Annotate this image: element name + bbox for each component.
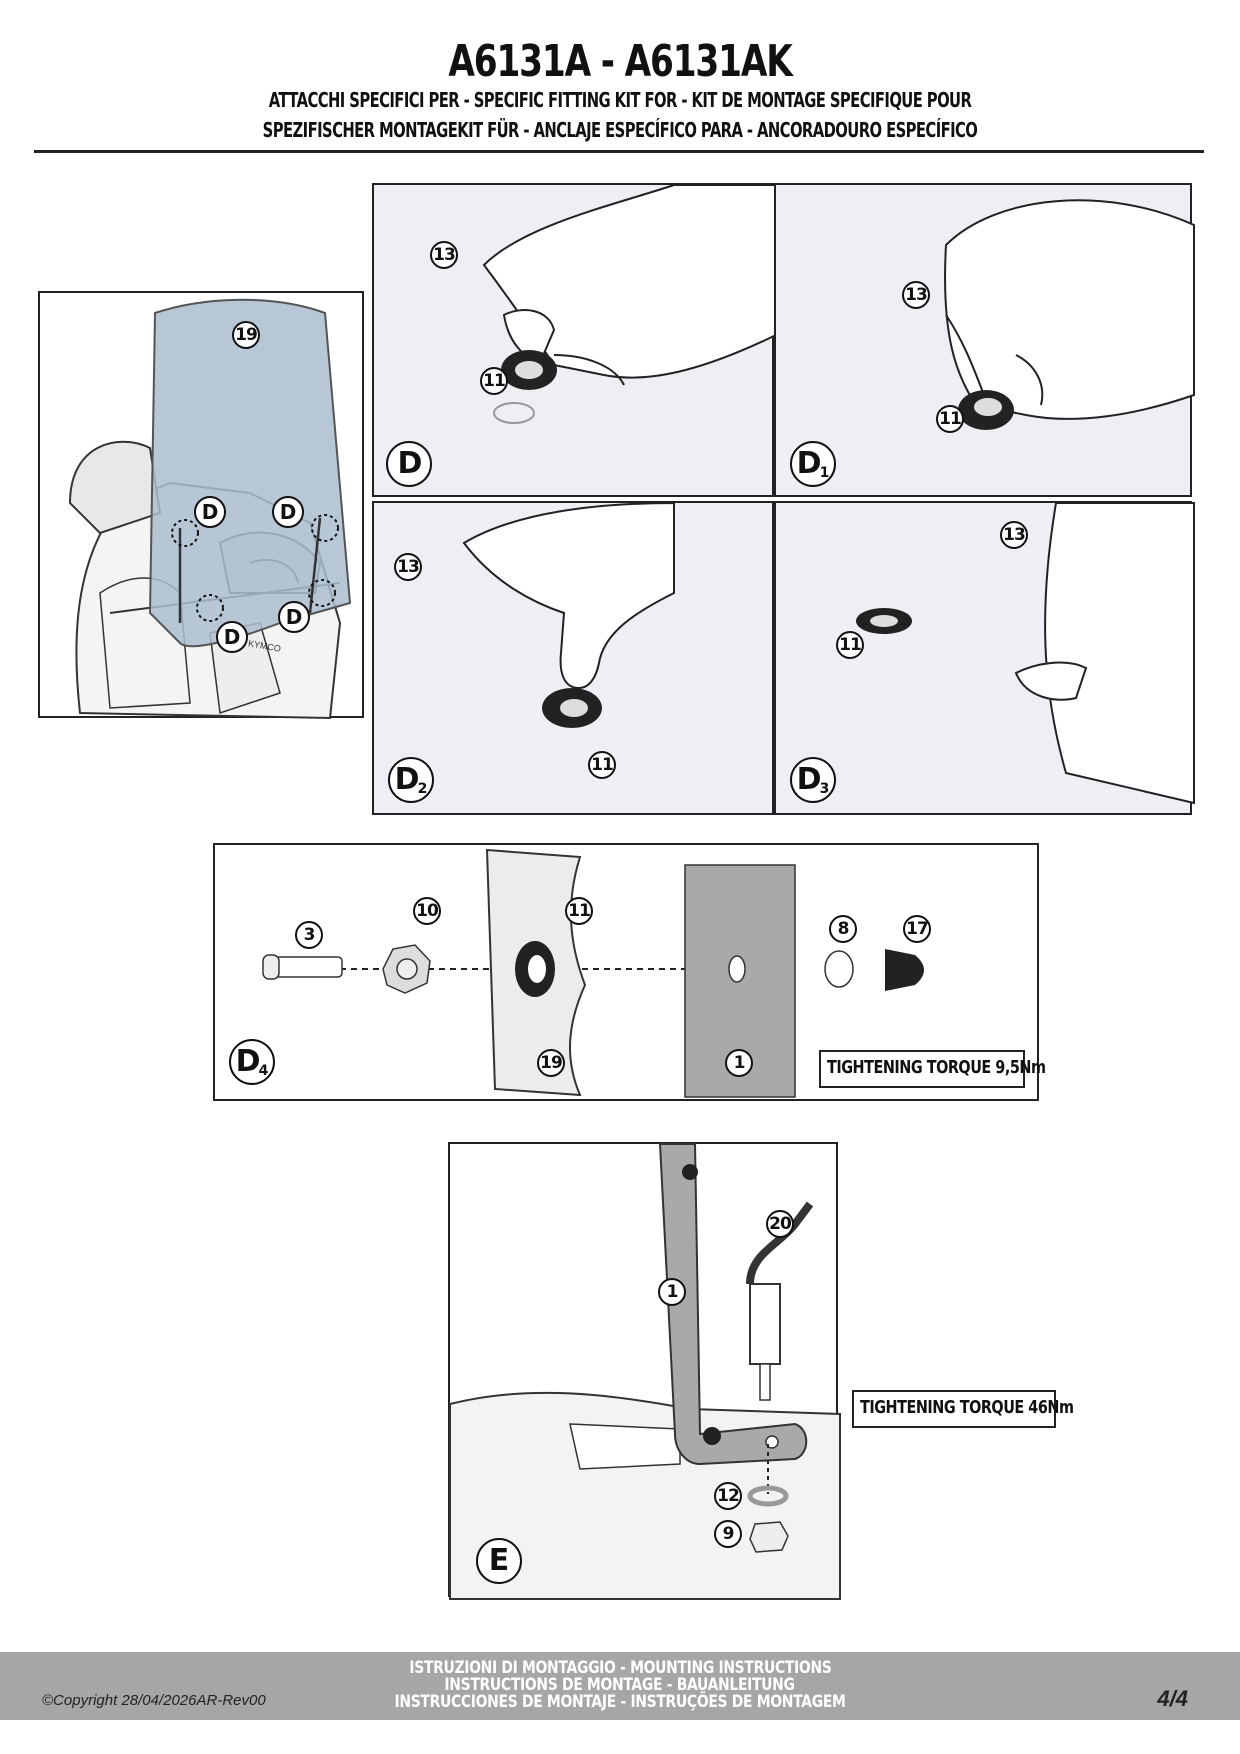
part-number-20: 20 <box>766 1210 794 1238</box>
step-label-d: D <box>386 441 432 487</box>
part-number-11: 11 <box>936 405 964 433</box>
step-d2-panel: 13 11 D2 <box>372 501 774 815</box>
header-divider <box>34 150 1204 153</box>
copyright-notice: ©Copyright 28/04/2026AR-Rev00 <box>42 1692 266 1709</box>
hand-inserting-grommet-illustration <box>482 184 777 424</box>
hand-seating-grommet-illustration <box>462 501 675 728</box>
part-number-17: 17 <box>903 915 931 943</box>
part-number-11: 11 <box>480 367 508 395</box>
step-label-d2: D2 <box>388 757 434 803</box>
attachment-point-label: D <box>194 496 226 528</box>
part-number-13: 13 <box>1000 521 1028 549</box>
footer-line-1: ISTRUZIONI DI MONTAGGIO - MOUNTING INSTR… <box>408 1658 832 1678</box>
step-label-d3: D3 <box>790 757 836 803</box>
scooter-illustration <box>68 298 352 720</box>
part-number-11: 11 <box>588 751 616 779</box>
footer-line-3: INSTRUCCIONES DE MONTAJE - INSTRUÇÕES DE… <box>394 1692 846 1712</box>
step-e-panel: 1 20 12 9 E <box>448 1142 841 1600</box>
step-label-d1: D1 <box>790 441 836 487</box>
step-d4-panel: 3 10 11 8 17 19 1 D4 TIGHTENING TORQUE 9… <box>213 843 1046 1101</box>
part-number-11: 11 <box>565 897 593 925</box>
part-number-10: 10 <box>413 897 441 925</box>
part-number-8: 8 <box>829 915 857 943</box>
part-number-1: 1 <box>658 1278 686 1306</box>
attachment-point-label: D <box>278 601 310 633</box>
subtitle-line-2: SPEZIFISCHER MONTAGEKIT FÜR - ANCLAJE ES… <box>262 118 978 142</box>
overview-panel: 19 D D D D KYMCO <box>38 291 364 720</box>
step-d1-panel: 13 11 D1 <box>774 183 1195 497</box>
part-number-1: 1 <box>725 1049 753 1077</box>
footer-bar: ISTRUZIONI DI MONTAGGIO - MOUNTING INSTR… <box>0 1652 1240 1720</box>
mirror-mount-illustration <box>449 1143 841 1600</box>
document-title: A6131A - A6131AK <box>448 36 792 87</box>
part-number-11: 11 <box>836 631 864 659</box>
attachment-point-label: D <box>216 621 248 653</box>
part-number-19: 19 <box>537 1049 565 1077</box>
part-number-9: 9 <box>714 1520 742 1548</box>
tightening-torque-label: TIGHTENING TORQUE 9,5Nm <box>819 1050 1046 1088</box>
attachment-point-label: D <box>272 496 304 528</box>
footer-line-2: INSTRUCTIONS DE MONTAGE - BAUANLEITUNG <box>444 1675 796 1695</box>
step-d3-panel: 13 11 D3 <box>774 501 1195 815</box>
step-label-d4: D4 <box>229 1039 275 1085</box>
step-d-panel: 13 11 D <box>372 183 777 497</box>
part-number-13: 13 <box>394 553 422 581</box>
page-number: 4/4 <box>1157 1686 1188 1711</box>
hand-pressing-grommet-illustration <box>944 199 1195 430</box>
subtitle-line-1: ATTACCHI SPECIFICI PER - SPECIFIC FITTIN… <box>268 88 972 112</box>
step-label-e: E <box>476 1538 522 1584</box>
tightening-torque-label: TIGHTENING TORQUE 46Nm <box>852 1390 1074 1428</box>
part-number-19: 19 <box>232 321 260 349</box>
part-number-12: 12 <box>714 1482 742 1510</box>
part-number-13: 13 <box>902 281 930 309</box>
part-number-13: 13 <box>430 241 458 269</box>
exploded-view-illustration <box>262 848 924 1098</box>
part-number-3: 3 <box>295 921 323 949</box>
grommet-fitted-illustration <box>856 502 1195 805</box>
